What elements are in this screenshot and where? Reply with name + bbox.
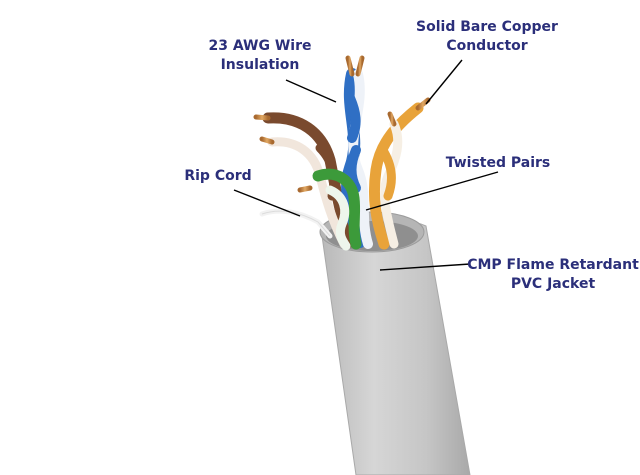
leader-line-conductor	[425, 59, 463, 105]
copper-end	[297, 185, 313, 193]
copper-end	[355, 55, 365, 77]
label-twisted-pairs: Twisted Pairs	[445, 155, 551, 171]
label-rip-cord: Rip Cord	[184, 168, 252, 184]
leader-line-insulation	[285, 79, 337, 103]
pvc-jacket	[321, 219, 471, 475]
label-jacket: CMP Flame Retardant PVC Jacket	[467, 257, 639, 292]
green-pair-wire	[312, 168, 362, 250]
leader-line-rip-cord	[233, 189, 301, 217]
copper-end	[345, 55, 355, 77]
copper-end	[253, 114, 271, 121]
leader-lines	[233, 59, 499, 271]
label-copper-conductor: Solid Bare Copper Conductor	[416, 19, 558, 54]
copper-end	[415, 97, 431, 111]
label-wire-insulation: 23 AWG Wire Insulation	[208, 38, 312, 73]
copper-end	[387, 111, 397, 127]
copper-end	[259, 136, 275, 145]
leader-line-jacket	[379, 263, 471, 271]
leader-line-twisted-pairs	[365, 171, 499, 211]
orange-pair-wire	[368, 102, 424, 250]
